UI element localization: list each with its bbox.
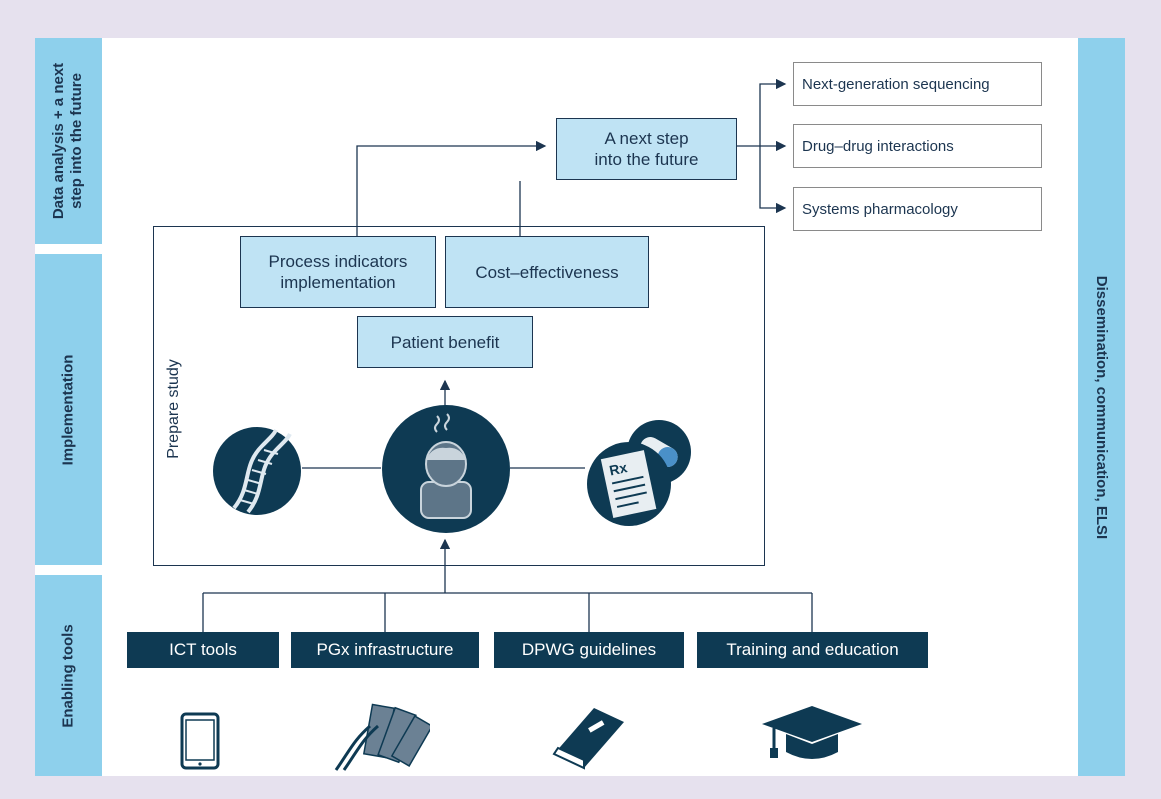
- patient-icon: [382, 405, 510, 533]
- tool-dpwg-guidelines: DPWG guidelines: [494, 632, 684, 668]
- graduation-cap-icon: [762, 706, 862, 759]
- sidebar-dissemination: Dissemination, communication, ELSI: [1078, 38, 1125, 776]
- sidebar-implementation: Implementation: [35, 254, 102, 565]
- sidebar-data-analysis-label: Data analysis + a next step into the fut…: [50, 62, 86, 220]
- sidebar-data-analysis: Data analysis + a next step into the fut…: [35, 38, 102, 244]
- next-step-line2: into the future: [594, 150, 699, 169]
- sidebar-enabling-tools: Enabling tools: [35, 575, 102, 776]
- prepare-study-label: Prepare study: [164, 359, 182, 459]
- outcome-ddi: Drug–drug interactions: [793, 124, 1042, 168]
- tablet-icon: [180, 712, 220, 770]
- sidebar-dissemination-label: Dissemination, communication, ELSI: [1093, 275, 1111, 539]
- outcome-ngs: Next-generation sequencing: [793, 62, 1042, 106]
- tool-pgx-infrastructure: PGx infrastructure: [291, 632, 479, 668]
- prepare-study-frame: [153, 226, 765, 566]
- dna-icon: [213, 427, 301, 515]
- process-line2: implementation: [280, 273, 396, 292]
- next-step-line1: A next step: [604, 129, 689, 148]
- process-indicators-box: Process indicators implementation: [240, 236, 436, 308]
- process-line1: Process indicators: [268, 252, 408, 271]
- tool-ict: ICT tools: [127, 632, 279, 668]
- outcome-systems-pharmacology: Systems pharmacology: [793, 187, 1042, 231]
- prescription-pill-icon: Rx: [587, 420, 691, 526]
- svg-text:Rx: Rx: [608, 459, 629, 478]
- tool-training-education: Training and education: [697, 632, 928, 668]
- book-icon: [552, 708, 624, 770]
- dna-genotype-cards-icon: [334, 703, 430, 771]
- next-step-box: A next step into the future: [556, 118, 737, 180]
- cost-effectiveness-box: Cost–effectiveness: [445, 236, 649, 308]
- patient-benefit-box: Patient benefit: [357, 316, 533, 368]
- sidebar-implementation-label: Implementation: [59, 354, 77, 465]
- sidebar-enabling-tools-label: Enabling tools: [59, 623, 77, 728]
